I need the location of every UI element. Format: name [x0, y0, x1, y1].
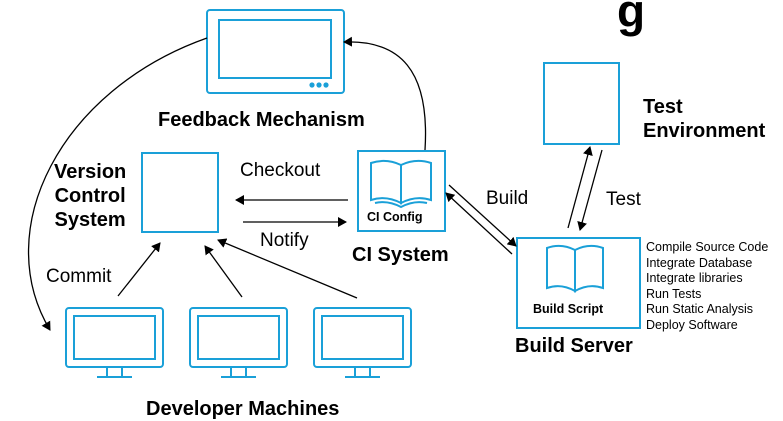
- commit-arrow: [217, 238, 358, 299]
- ci-config-book-icon: [357, 150, 446, 232]
- build-step: Integrate libraries: [646, 271, 743, 285]
- notify-label: Notify: [260, 230, 309, 251]
- feedback-monitor-icon: [206, 9, 345, 94]
- ci-config-label: CI Config: [367, 210, 423, 224]
- commit-label: Commit: [46, 266, 112, 287]
- test-arrow: [577, 149, 603, 231]
- developer-monitor-icon: [189, 307, 288, 378]
- build-step: Compile Source Code: [646, 240, 769, 254]
- feedback-arrow: [343, 36, 427, 151]
- build-arrow: [445, 192, 513, 255]
- build-server-label: Build Server: [515, 335, 633, 357]
- build-step: Deploy Software: [646, 317, 738, 332]
- developer-monitor-icon: [65, 307, 164, 378]
- title-fragment: g: [617, 0, 646, 37]
- ci-system-label: CI System: [352, 244, 449, 266]
- build-step: Run Tests: [646, 286, 702, 301]
- test-arrow: [567, 146, 593, 229]
- test-label: Test: [606, 189, 641, 210]
- build-script-book-icon: [516, 237, 641, 329]
- build-arrow: [448, 184, 517, 247]
- commit-arrow: [204, 245, 243, 298]
- build-label: Build: [486, 188, 529, 209]
- developer-monitor-icon: [313, 307, 412, 378]
- commit-arrow: [117, 242, 161, 297]
- build-script-label: Build Script: [533, 302, 604, 316]
- vcs-label: Version Control System: [54, 161, 127, 231]
- build-steps-list: Compile Source Code Integrate Database I…: [646, 240, 768, 333]
- test-environment-label: Test Environment: [643, 96, 766, 142]
- vcs-box: [141, 152, 219, 233]
- test-env-box: [543, 62, 620, 145]
- build-step: Integrate Database: [646, 255, 753, 270]
- checkout-label: Checkout: [240, 160, 321, 181]
- developer-machines-label: Developer Machines: [146, 398, 340, 420]
- feedback-mechanism-label: Feedback Mechanism: [158, 109, 365, 131]
- feedback-to-dev-arrow: [27, 37, 208, 331]
- build-step: Run Static Analysis: [646, 302, 753, 316]
